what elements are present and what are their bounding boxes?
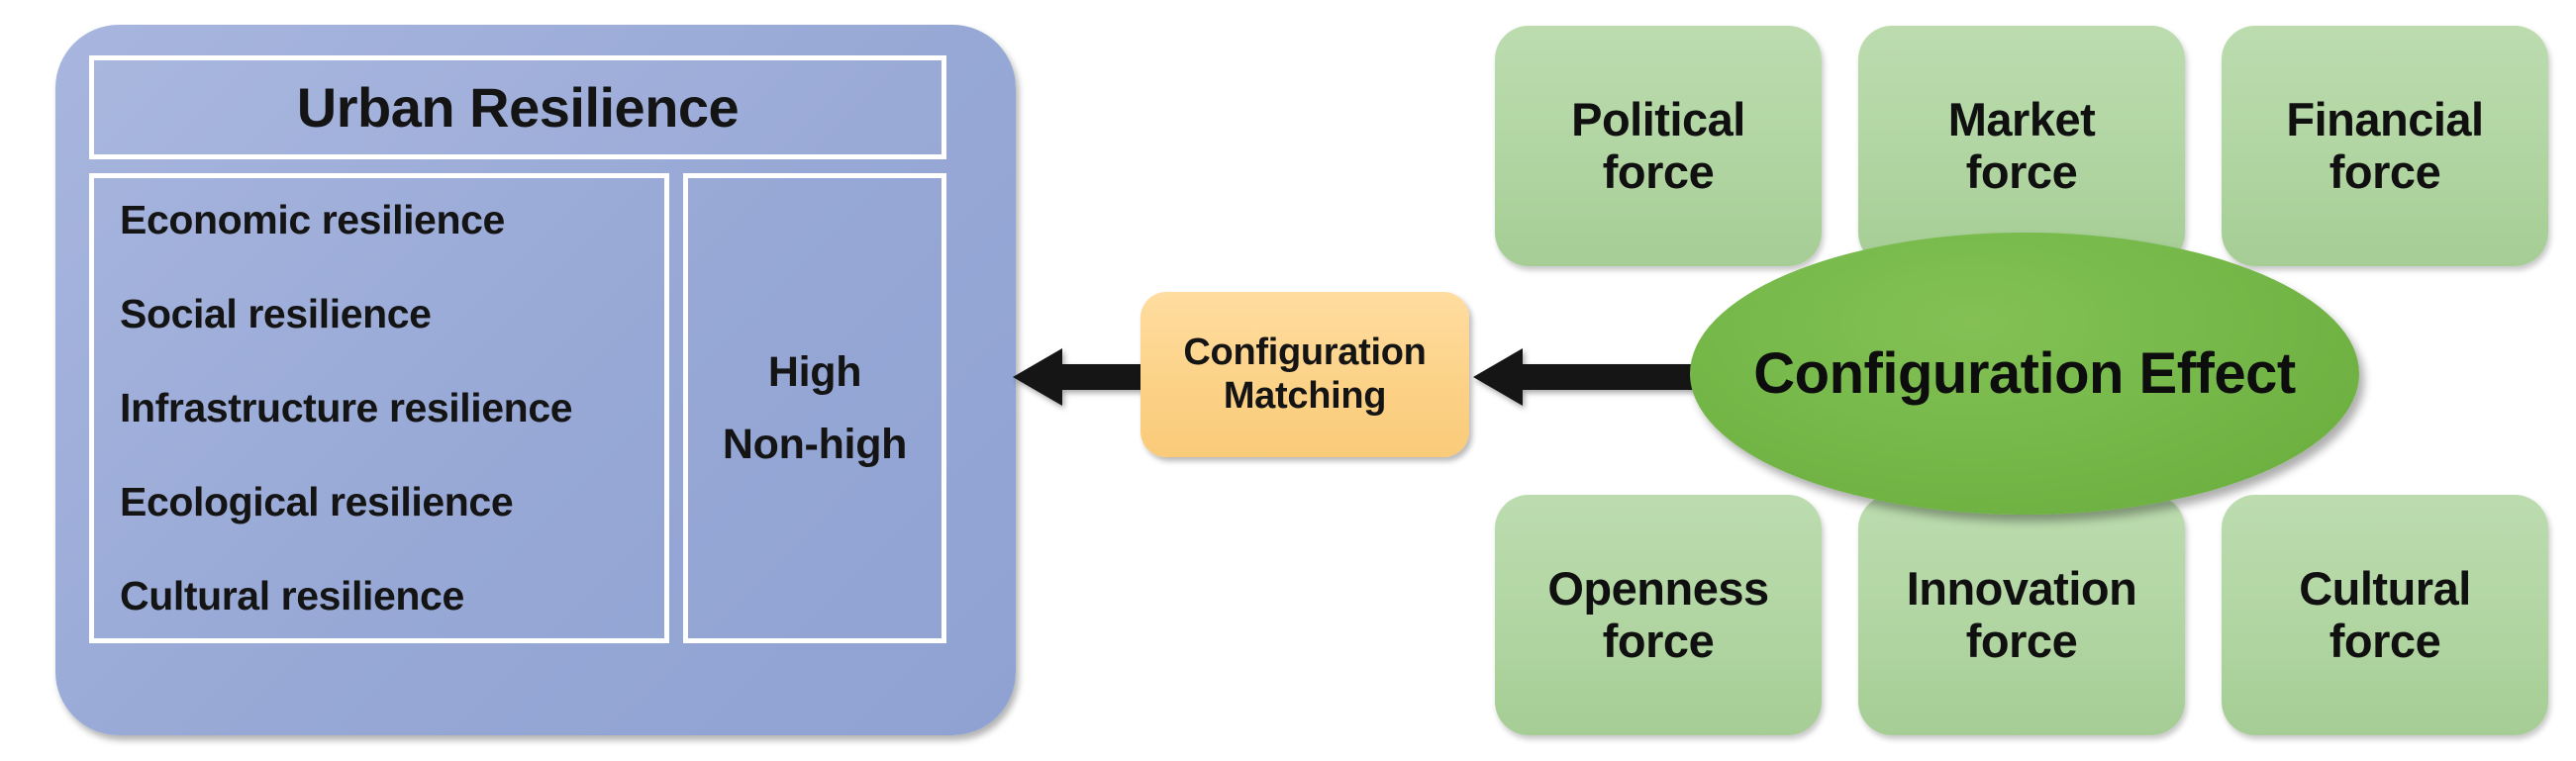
force-card-line-2: force bbox=[1602, 144, 1715, 198]
force-card-line-1: Political bbox=[1571, 92, 1745, 145]
urban-resilience-title-box: Urban Resilience bbox=[89, 55, 946, 159]
force-card-line-2: force bbox=[2328, 614, 2441, 667]
force-card-line-2: force bbox=[2328, 144, 2441, 198]
urban-resilience-panel: Urban Resilience Economic resilience Soc… bbox=[55, 25, 1016, 735]
force-card-line-2: force bbox=[1965, 144, 2078, 198]
level-non-high: Non-high bbox=[722, 420, 908, 468]
force-card-openness[interactable]: Openness force bbox=[1495, 495, 1822, 735]
page-title: Urban Resilience bbox=[296, 75, 740, 139]
force-card-line-1: Market bbox=[1947, 92, 2096, 145]
list-item: Infrastructure resilience bbox=[120, 385, 573, 430]
level-high: High bbox=[767, 347, 862, 396]
list-item: Economic resilience bbox=[120, 197, 505, 242]
list-item: Cultural resilience bbox=[120, 573, 464, 618]
urban-resilience-level-box: High Non-high bbox=[683, 173, 946, 643]
force-card-financial[interactable]: Financial force bbox=[2222, 26, 2548, 266]
list-item: Ecological resilience bbox=[120, 479, 514, 524]
force-card-line-1: Innovation bbox=[1906, 561, 2137, 615]
force-card-line-1: Openness bbox=[1547, 561, 1769, 615]
urban-resilience-dimension-list: Economic resilience Social resilience In… bbox=[89, 173, 669, 643]
configuration-matching-box[interactable]: Configuration Matching bbox=[1140, 292, 1469, 457]
configuration-effect-label: Configuration Effect bbox=[1753, 340, 2296, 406]
configuration-effect-ellipse[interactable]: Configuration Effect bbox=[1690, 233, 2359, 515]
force-card-line-1: Cultural bbox=[2299, 561, 2471, 615]
configuration-matching-line-1: Configuration bbox=[1183, 332, 1427, 374]
force-card-line-2: force bbox=[1602, 614, 1715, 667]
force-card-political[interactable]: Political force bbox=[1495, 26, 1822, 266]
force-card-cultural[interactable]: Cultural force bbox=[2222, 495, 2548, 735]
list-item: Social resilience bbox=[120, 291, 432, 336]
force-card-innovation[interactable]: Innovation force bbox=[1858, 495, 2185, 735]
force-card-market[interactable]: Market force bbox=[1858, 26, 2185, 266]
force-card-line-1: Financial bbox=[2286, 92, 2484, 145]
force-card-line-2: force bbox=[1965, 614, 2078, 667]
configuration-matching-line-2: Matching bbox=[1223, 374, 1387, 417]
